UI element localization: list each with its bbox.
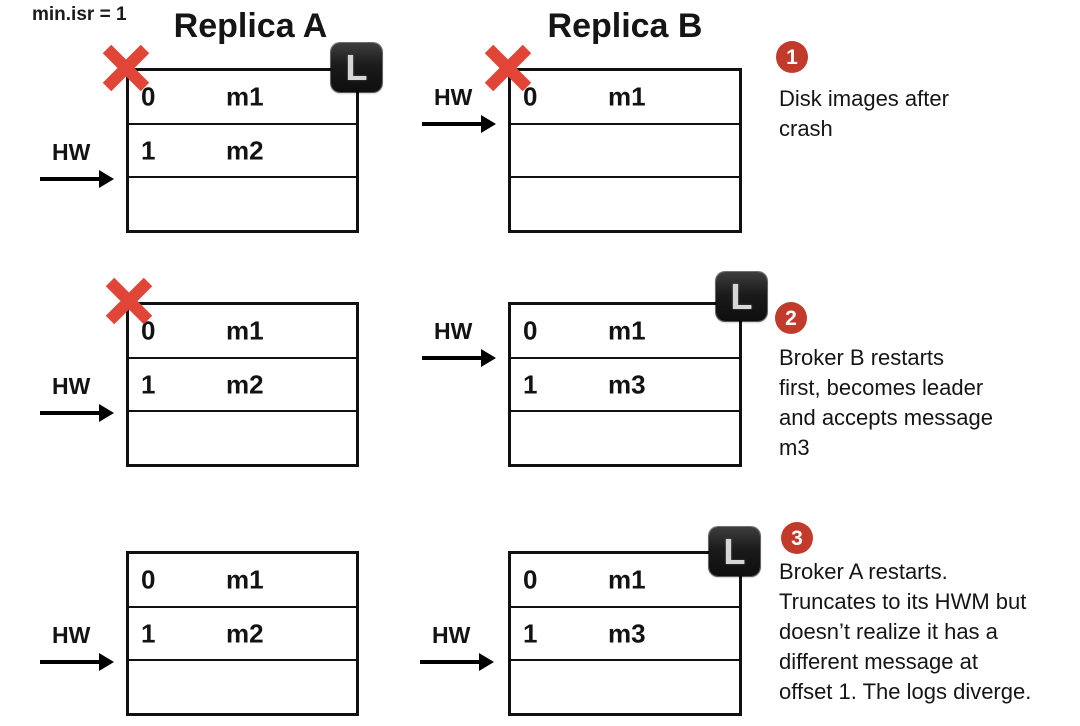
offset-cell: 1 <box>141 618 156 648</box>
step-caption: Broker A restarts. Truncates to its HWM … <box>779 559 1032 704</box>
hw-arrow-icon <box>40 170 114 188</box>
step-caption: Disk images after crash <box>779 86 949 141</box>
message-cell: m1 <box>608 564 646 595</box>
hw-marker-b: HW <box>422 84 504 134</box>
hw-marker-b: HW <box>422 318 504 368</box>
offset-cell: 1 <box>523 369 538 399</box>
log-row <box>129 659 356 713</box>
message-cell: m2 <box>226 369 264 399</box>
leader-badge: L <box>331 43 382 92</box>
offset-cell: 0 <box>523 564 538 595</box>
min-isr-config-label: min.isr = 1 <box>32 4 127 25</box>
step-number-badge: 2 <box>775 302 807 334</box>
replica-b-title: Replica B <box>547 7 703 45</box>
hw-label: HW <box>52 622 91 648</box>
log-row <box>511 659 739 713</box>
leader-letter: L <box>345 46 368 88</box>
message-cell: m2 <box>226 618 264 648</box>
crash-x-icon <box>484 44 532 92</box>
message-cell: m1 <box>226 81 264 112</box>
log-row: 1 m2 <box>129 605 356 660</box>
hw-marker-a: HW <box>40 622 122 672</box>
message-cell: m3 <box>608 369 646 399</box>
log-row: 0 m1 <box>129 554 356 606</box>
message-cell: m1 <box>608 81 646 112</box>
hw-label: HW <box>52 373 91 399</box>
log-row: 0 m1 <box>129 71 356 123</box>
leader-letter: L <box>723 530 746 572</box>
hw-arrow-icon <box>422 115 496 133</box>
offset-cell: 1 <box>141 135 156 165</box>
stage2-replica-b-log: 0 m1 1 m3 <box>508 302 742 467</box>
stage3-replica-b-log: 0 m1 1 m3 <box>508 551 742 716</box>
hw-label: HW <box>434 318 473 344</box>
stage3-replica-a-log: 0 m1 1 m2 <box>126 551 359 716</box>
step-caption: Broker B restarts first, becomes leader … <box>779 345 994 460</box>
stage2-replica-a-log: 0 m1 1 m2 <box>126 302 359 467</box>
log-row <box>511 410 739 464</box>
step-number: 2 <box>785 306 797 330</box>
hw-label: HW <box>432 622 471 648</box>
hw-marker-b: HW <box>420 622 502 672</box>
offset-cell: 1 <box>141 369 156 399</box>
crash-x-icon <box>105 277 153 325</box>
log-row: 0 m1 <box>511 554 739 606</box>
log-row: 1 m2 <box>129 356 356 411</box>
hw-arrow-icon <box>422 349 496 367</box>
replica-a-title: Replica A <box>173 7 328 45</box>
log-row: 1 m3 <box>511 356 739 411</box>
stage1-replica-b-log: 0 m1 <box>508 68 742 233</box>
leader-letter: L <box>730 275 753 317</box>
leader-badge: L <box>716 272 767 321</box>
log-row: 1 m3 <box>511 605 739 660</box>
log-row: 0 m1 <box>511 71 739 123</box>
hw-marker-a: HW <box>40 373 122 423</box>
hw-arrow-icon <box>40 404 114 422</box>
step-number-badge: 3 <box>781 522 813 554</box>
message-cell: m1 <box>226 315 264 346</box>
hw-arrow-icon <box>40 653 114 671</box>
hw-label: HW <box>434 84 473 110</box>
message-cell: m3 <box>608 618 646 648</box>
offset-cell: 0 <box>141 564 156 595</box>
log-row: 0 m1 <box>511 305 739 357</box>
leader-badge: L <box>709 527 760 576</box>
log-row <box>511 176 739 230</box>
log-row <box>129 410 356 464</box>
offset-cell: 1 <box>523 618 538 648</box>
log-row <box>511 122 739 177</box>
hw-arrow-icon <box>420 653 494 671</box>
log-row: 1 m2 <box>129 122 356 177</box>
stage1-replica-a-log: 0 m1 1 m2 <box>126 68 359 233</box>
log-row <box>129 176 356 230</box>
step-number-badge: 1 <box>776 41 808 73</box>
step-number: 3 <box>791 526 803 550</box>
log-row: 0 m1 <box>129 305 356 357</box>
hw-marker-a: HW <box>40 139 122 189</box>
offset-cell: 0 <box>141 81 156 112</box>
message-cell: m2 <box>226 135 264 165</box>
stage-3: 0 m1 1 m2 0 m1 1 m3 <box>0 522 1080 726</box>
stage-2: 0 m1 1 m2 0 m1 1 m3 <box>0 272 1080 551</box>
message-cell: m1 <box>226 564 264 595</box>
hw-label: HW <box>52 139 91 165</box>
offset-cell: 0 <box>523 315 538 346</box>
message-cell: m1 <box>608 315 646 346</box>
crash-x-icon <box>102 44 150 92</box>
offset-cell: 0 <box>523 81 538 112</box>
stage-1: 0 m1 1 m2 0 m1 <box>0 41 1080 302</box>
step-number: 1 <box>786 45 798 69</box>
